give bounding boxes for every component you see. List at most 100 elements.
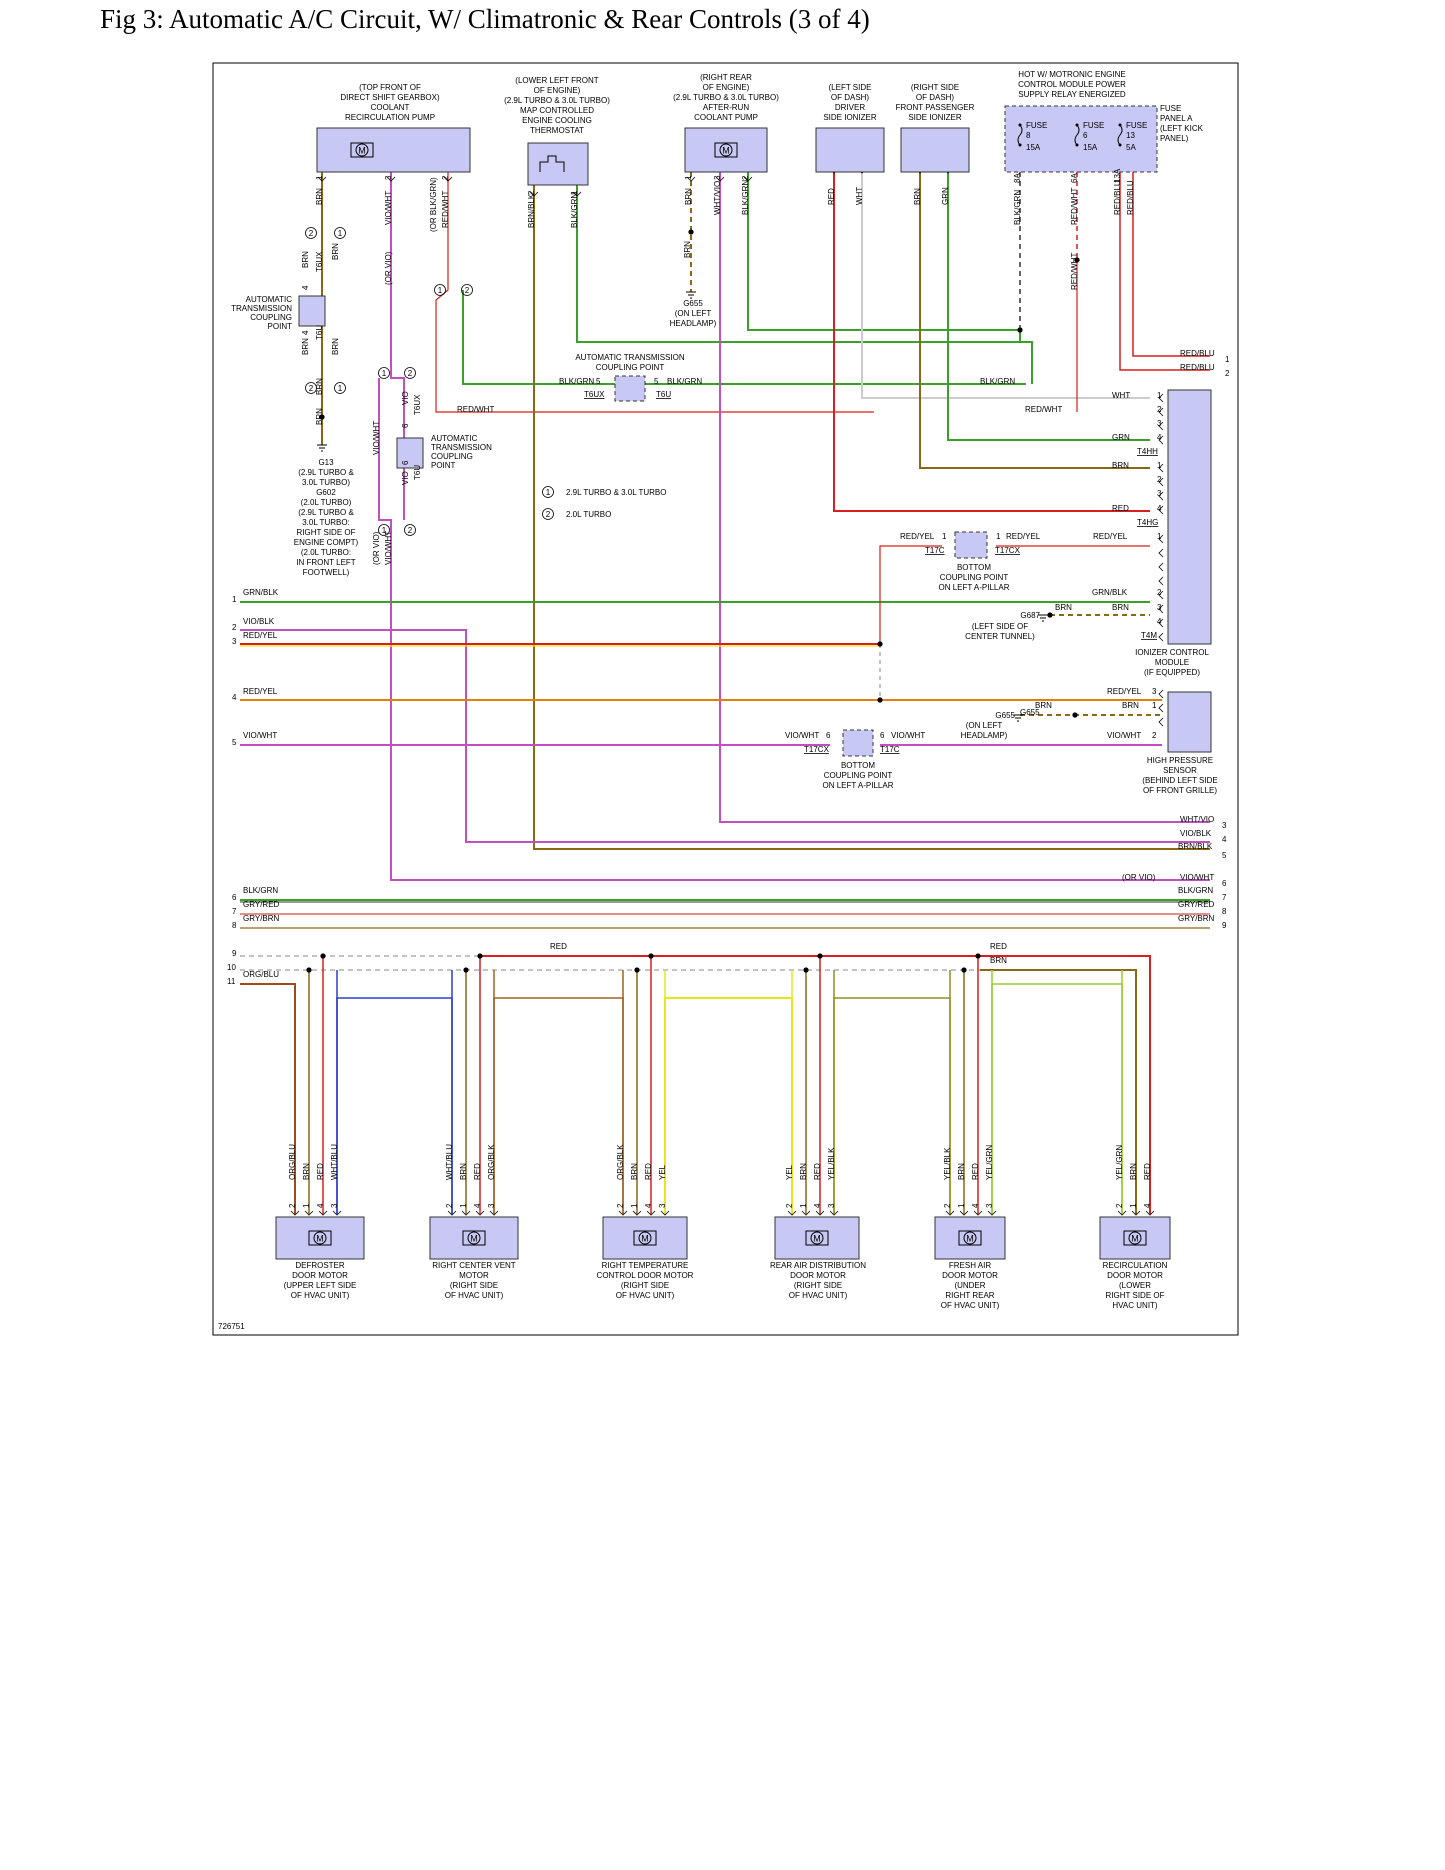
recirc-motor-label-line: (LOWER (1119, 1281, 1151, 1290)
at-top-coupling-label-line: COUPLING POINT (596, 363, 665, 372)
pressure-sensor-label-line: (BEHIND LEFT SIDE (1142, 776, 1217, 785)
option-marker (461, 284, 473, 296)
temp-motor-label-line: RIGHT TEMPERATURE (602, 1261, 689, 1270)
wire-label: 1 (1152, 701, 1157, 710)
at-left-coupling-label: POINT (268, 322, 293, 331)
motor-letter: M (1131, 1234, 1139, 1244)
passenger-ionizer-label-line: SIDE IONIZER (908, 113, 962, 122)
thermostat-label-line: (LOWER LEFT FRONT (515, 76, 599, 85)
wire-vio-blk-2 (240, 629, 1210, 843)
g13-ground-label-line: ENGINE COMPT) (294, 538, 359, 547)
motor-letter: M (470, 1234, 478, 1244)
splice-dot (961, 967, 967, 973)
wire-label: RED (473, 1163, 482, 1180)
wire-label: 8 (232, 921, 237, 930)
fresh-air-motor-label-line: FRESH AIR (949, 1261, 991, 1270)
pressure-sensor-box (1167, 691, 1212, 753)
connector-chevron (1158, 463, 1164, 473)
wire-label: GRY/BRN (243, 914, 280, 923)
wire-label: VIO/BLK (243, 617, 275, 626)
option-marker-num: 1 (338, 229, 343, 238)
wire-label: BRN (331, 338, 340, 355)
connector-chevron (290, 1210, 300, 1216)
wire-label: RED (971, 1163, 980, 1180)
wire-label: BRN (331, 243, 340, 260)
wire-label: 1 (1157, 461, 1162, 470)
connector-chevron (1158, 590, 1164, 600)
connector-chevron (686, 176, 696, 182)
wire-label: 1 (799, 1203, 808, 1208)
wire-brn-10 (980, 969, 1137, 1214)
connector-chevron (1158, 505, 1164, 515)
defroster-motor-label-line: DOOR MOTOR (292, 1271, 348, 1280)
ground-symbol (1013, 714, 1023, 722)
wire-label: BLK/GRN (1178, 886, 1213, 895)
wire-label: 3 (232, 637, 237, 646)
connector-chevron (660, 1210, 670, 1216)
wire-label: 6 (401, 423, 410, 428)
fuse-element (1117, 124, 1123, 146)
wire-label: BRN (1112, 603, 1129, 612)
wire-label: T17CX (804, 745, 830, 754)
wire-label: VIO/WHT (243, 731, 277, 740)
wire-label: 6 (232, 893, 237, 902)
wire-label: YEL/BLK (827, 1147, 836, 1180)
legend-item-num: 1 (546, 488, 551, 497)
wire-label: YEL (658, 1164, 667, 1180)
wire-label: RED/YEL (243, 687, 278, 696)
motor-box-1 (429, 1216, 519, 1260)
wire-label: (OR VIO) (1122, 873, 1156, 882)
wire-label: 6 (1222, 879, 1227, 888)
option-marker (404, 524, 416, 536)
wire-layer (240, 168, 1210, 1216)
motor-symbol (958, 1230, 982, 1246)
thermostat-box (527, 142, 589, 186)
connector-chevron (461, 1210, 471, 1216)
thermostat-label-line: ENGINE COOLING (522, 116, 592, 125)
recirc-motor-label-line: RECIRCULATION (1103, 1261, 1168, 1270)
wire-label: T17C (880, 745, 900, 754)
defroster-motor-label-line: DEFROSTER (295, 1261, 345, 1270)
motor-box-3 (774, 1216, 860, 1260)
wire-grn-pass-ionizer (947, 172, 1150, 441)
wire-label: RED/YEL (1006, 532, 1041, 541)
pillar2-box (842, 729, 874, 757)
wire-label: BRN (1129, 1163, 1138, 1180)
fresh-air-motor-label-line: DOOR MOTOR (942, 1271, 998, 1280)
connector-chevron (632, 1210, 642, 1216)
wire-label: BRN (301, 338, 310, 355)
wire-label: 2 (232, 623, 237, 632)
hot-w-label-line: HOT W/ MOTRONIC ENGINE (1018, 70, 1125, 79)
splice-dot (634, 967, 640, 973)
g687-label: G687 (1020, 611, 1040, 620)
option-marker-num: 1 (338, 384, 343, 393)
motor-box-0 (275, 1216, 365, 1260)
option-marker-num: 1 (382, 369, 387, 378)
wire-label: 1 (996, 532, 1001, 541)
driver-ionizer-label-line: (LEFT SIDE (829, 83, 872, 92)
connector-chevron (945, 1210, 955, 1216)
thermostat-label-line: THERMOSTAT (530, 126, 584, 135)
connector-chevron (973, 1210, 983, 1216)
connector-chevron (447, 1210, 457, 1216)
at-mid-coupling-label: POINT (431, 461, 456, 470)
wire-label: 1 (942, 532, 947, 541)
legend-item (542, 508, 554, 520)
connector-chevron (1158, 618, 1164, 628)
g13-ground-label-line: G13 (318, 458, 334, 467)
wire-wht-ionizer (861, 172, 1150, 399)
wire-label: RED/YEL (1107, 687, 1142, 696)
wire-label: 2 (1152, 731, 1157, 740)
wire-label: 4 (473, 1203, 482, 1208)
wire-vio-wht-2 (378, 378, 1210, 881)
g655-top-label-line: HEADLAMP) (670, 319, 717, 328)
wire-label: 1 (570, 190, 579, 195)
ground-symbol (317, 444, 327, 452)
wire-label: 9 (232, 949, 237, 958)
splice-dot (817, 953, 823, 959)
connector-chevron (1158, 703, 1164, 713)
motor-symbol (350, 142, 374, 158)
wire-red-wht-coolant (435, 172, 874, 413)
fuse-label: FUSE (1083, 121, 1104, 130)
splice-dot (477, 953, 483, 959)
